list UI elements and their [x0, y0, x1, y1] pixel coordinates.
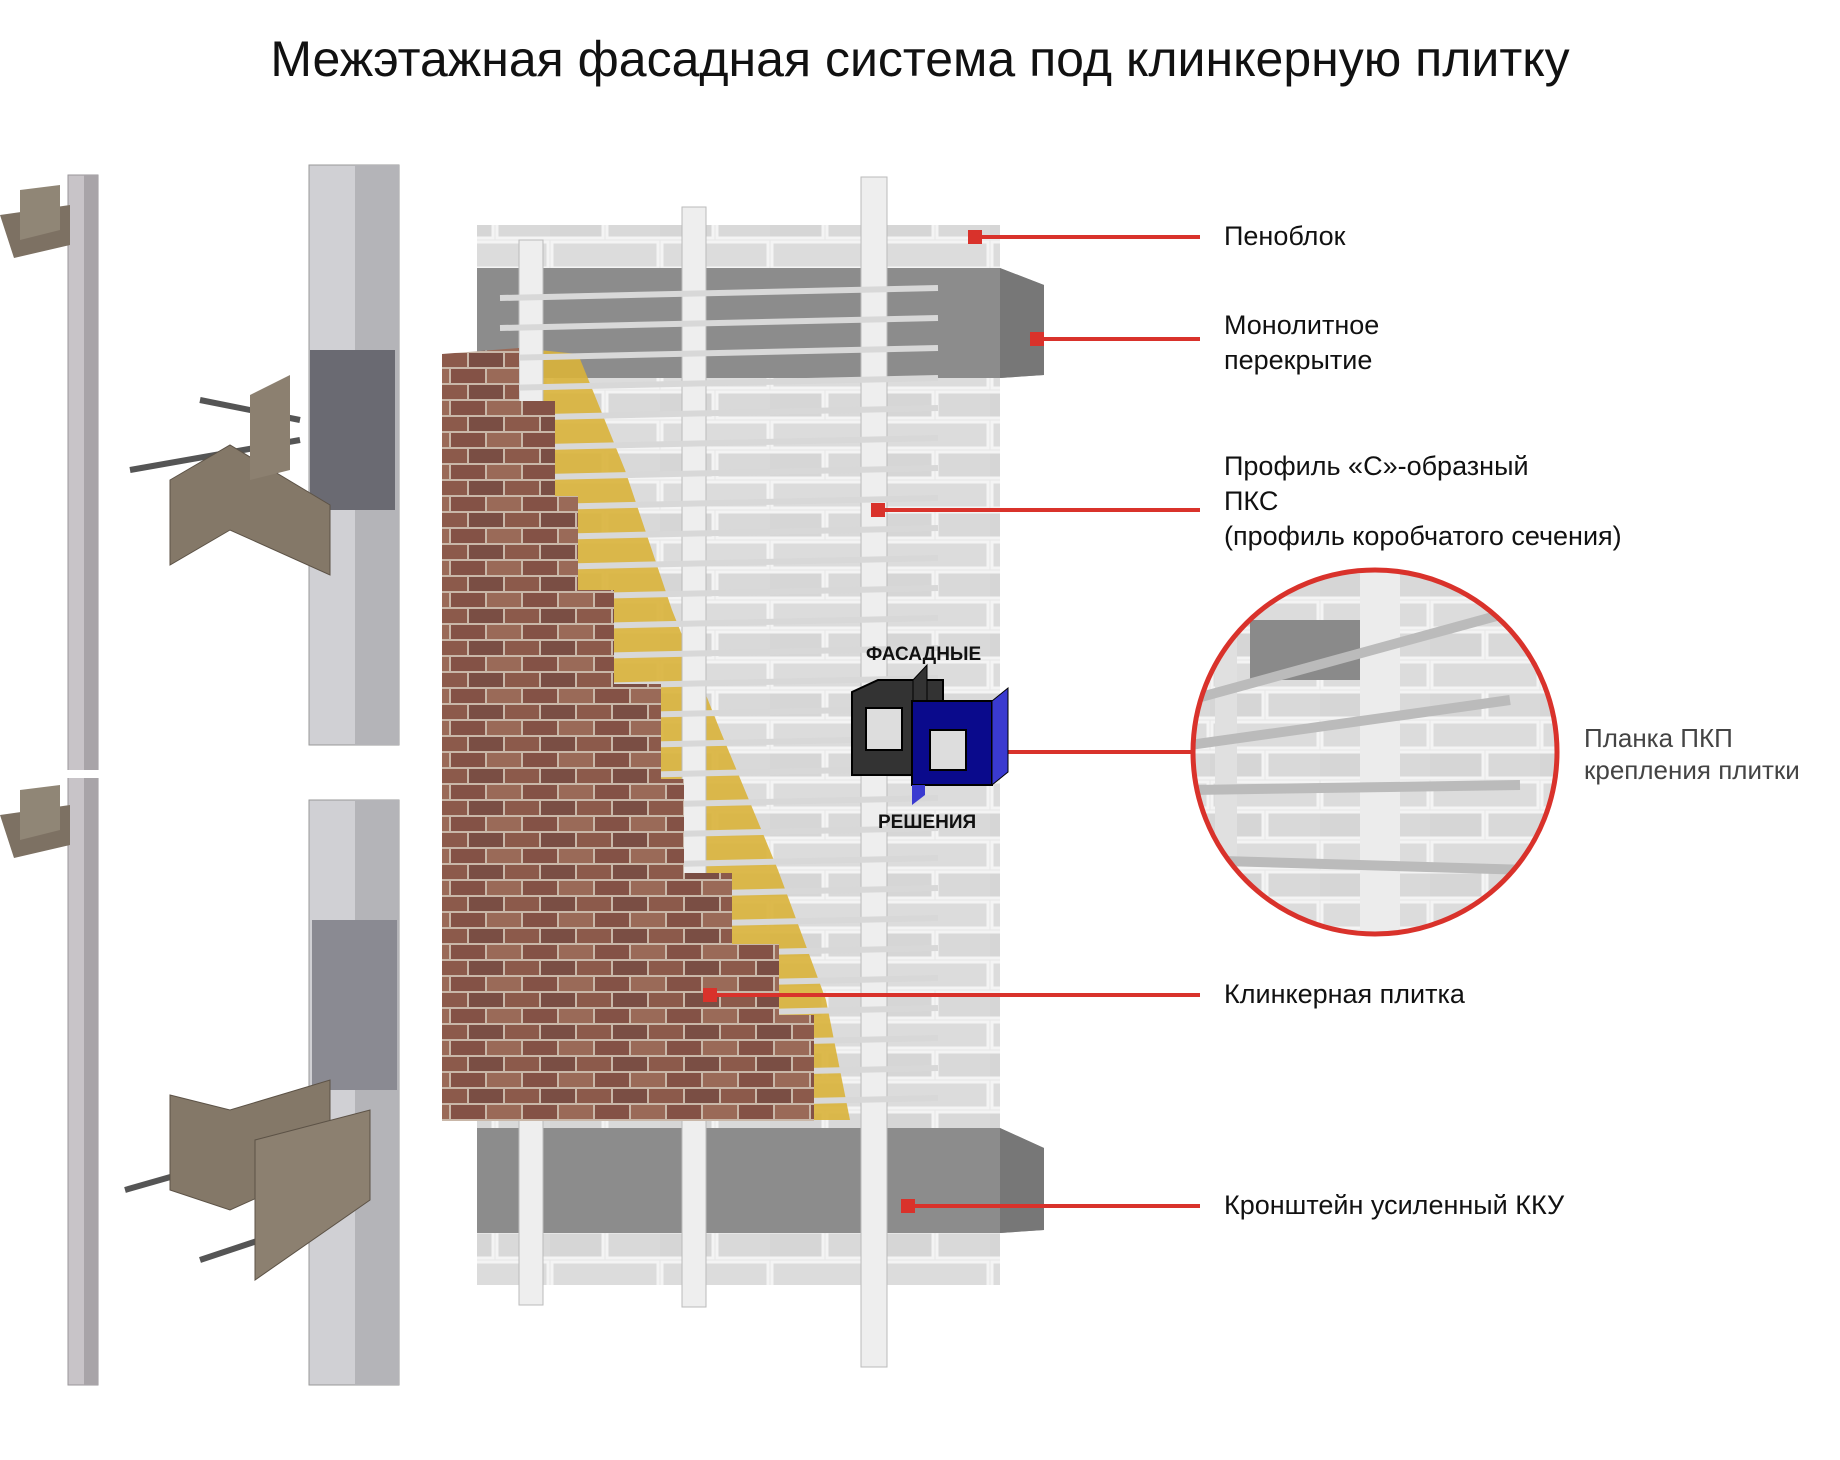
rail: [499, 405, 939, 421]
rail: [499, 375, 939, 391]
label-text: Профиль «С»-образный: [1224, 451, 1529, 481]
logo: [851, 663, 1009, 805]
label-kronshtein: Кронштейн усиленный ККУ: [1224, 1188, 1564, 1223]
label-text: Пеноблок: [1224, 221, 1346, 251]
profile-column-left: [0, 174, 100, 1386]
profile-column-right: [124, 164, 400, 1386]
page-title: Межэтажная фасадная система под клинкерн…: [270, 31, 1570, 87]
rail: [499, 345, 939, 361]
label-text: ПКС: [1224, 486, 1279, 516]
detail-circle: [1190, 567, 1560, 937]
label-text: (профиль коробчатого сечения): [1224, 521, 1622, 551]
rail: [499, 465, 939, 481]
rail: [499, 435, 939, 451]
rail: [499, 315, 939, 331]
label-text: Монолитное: [1224, 310, 1380, 340]
label-penoblok: Пеноблок: [1224, 219, 1346, 254]
label-monolit: Монолитное перекрытие: [1224, 308, 1379, 378]
logo-text-top: ФАСАДНЫЕ: [866, 644, 982, 665]
label-text: крепления плитки: [1584, 755, 1800, 785]
logo-text-bottom: РЕШЕНИЯ: [878, 812, 977, 833]
label-text: перекрытие: [1224, 345, 1373, 375]
label-text: Кронштейн усиленный ККУ: [1224, 1190, 1565, 1220]
label-klinker: Клинкерная плитка: [1224, 977, 1465, 1012]
label-text: Клинкерная плитка: [1224, 979, 1465, 1009]
clinker-tiles: [442, 348, 814, 1121]
rail: [499, 285, 939, 301]
label-text: Планка ПКП: [1584, 723, 1733, 753]
label-planka: Планка ПКП крепления плитки: [1584, 722, 1800, 786]
label-profile: Профиль «С»-образный ПКС (профиль коробч…: [1224, 449, 1622, 554]
